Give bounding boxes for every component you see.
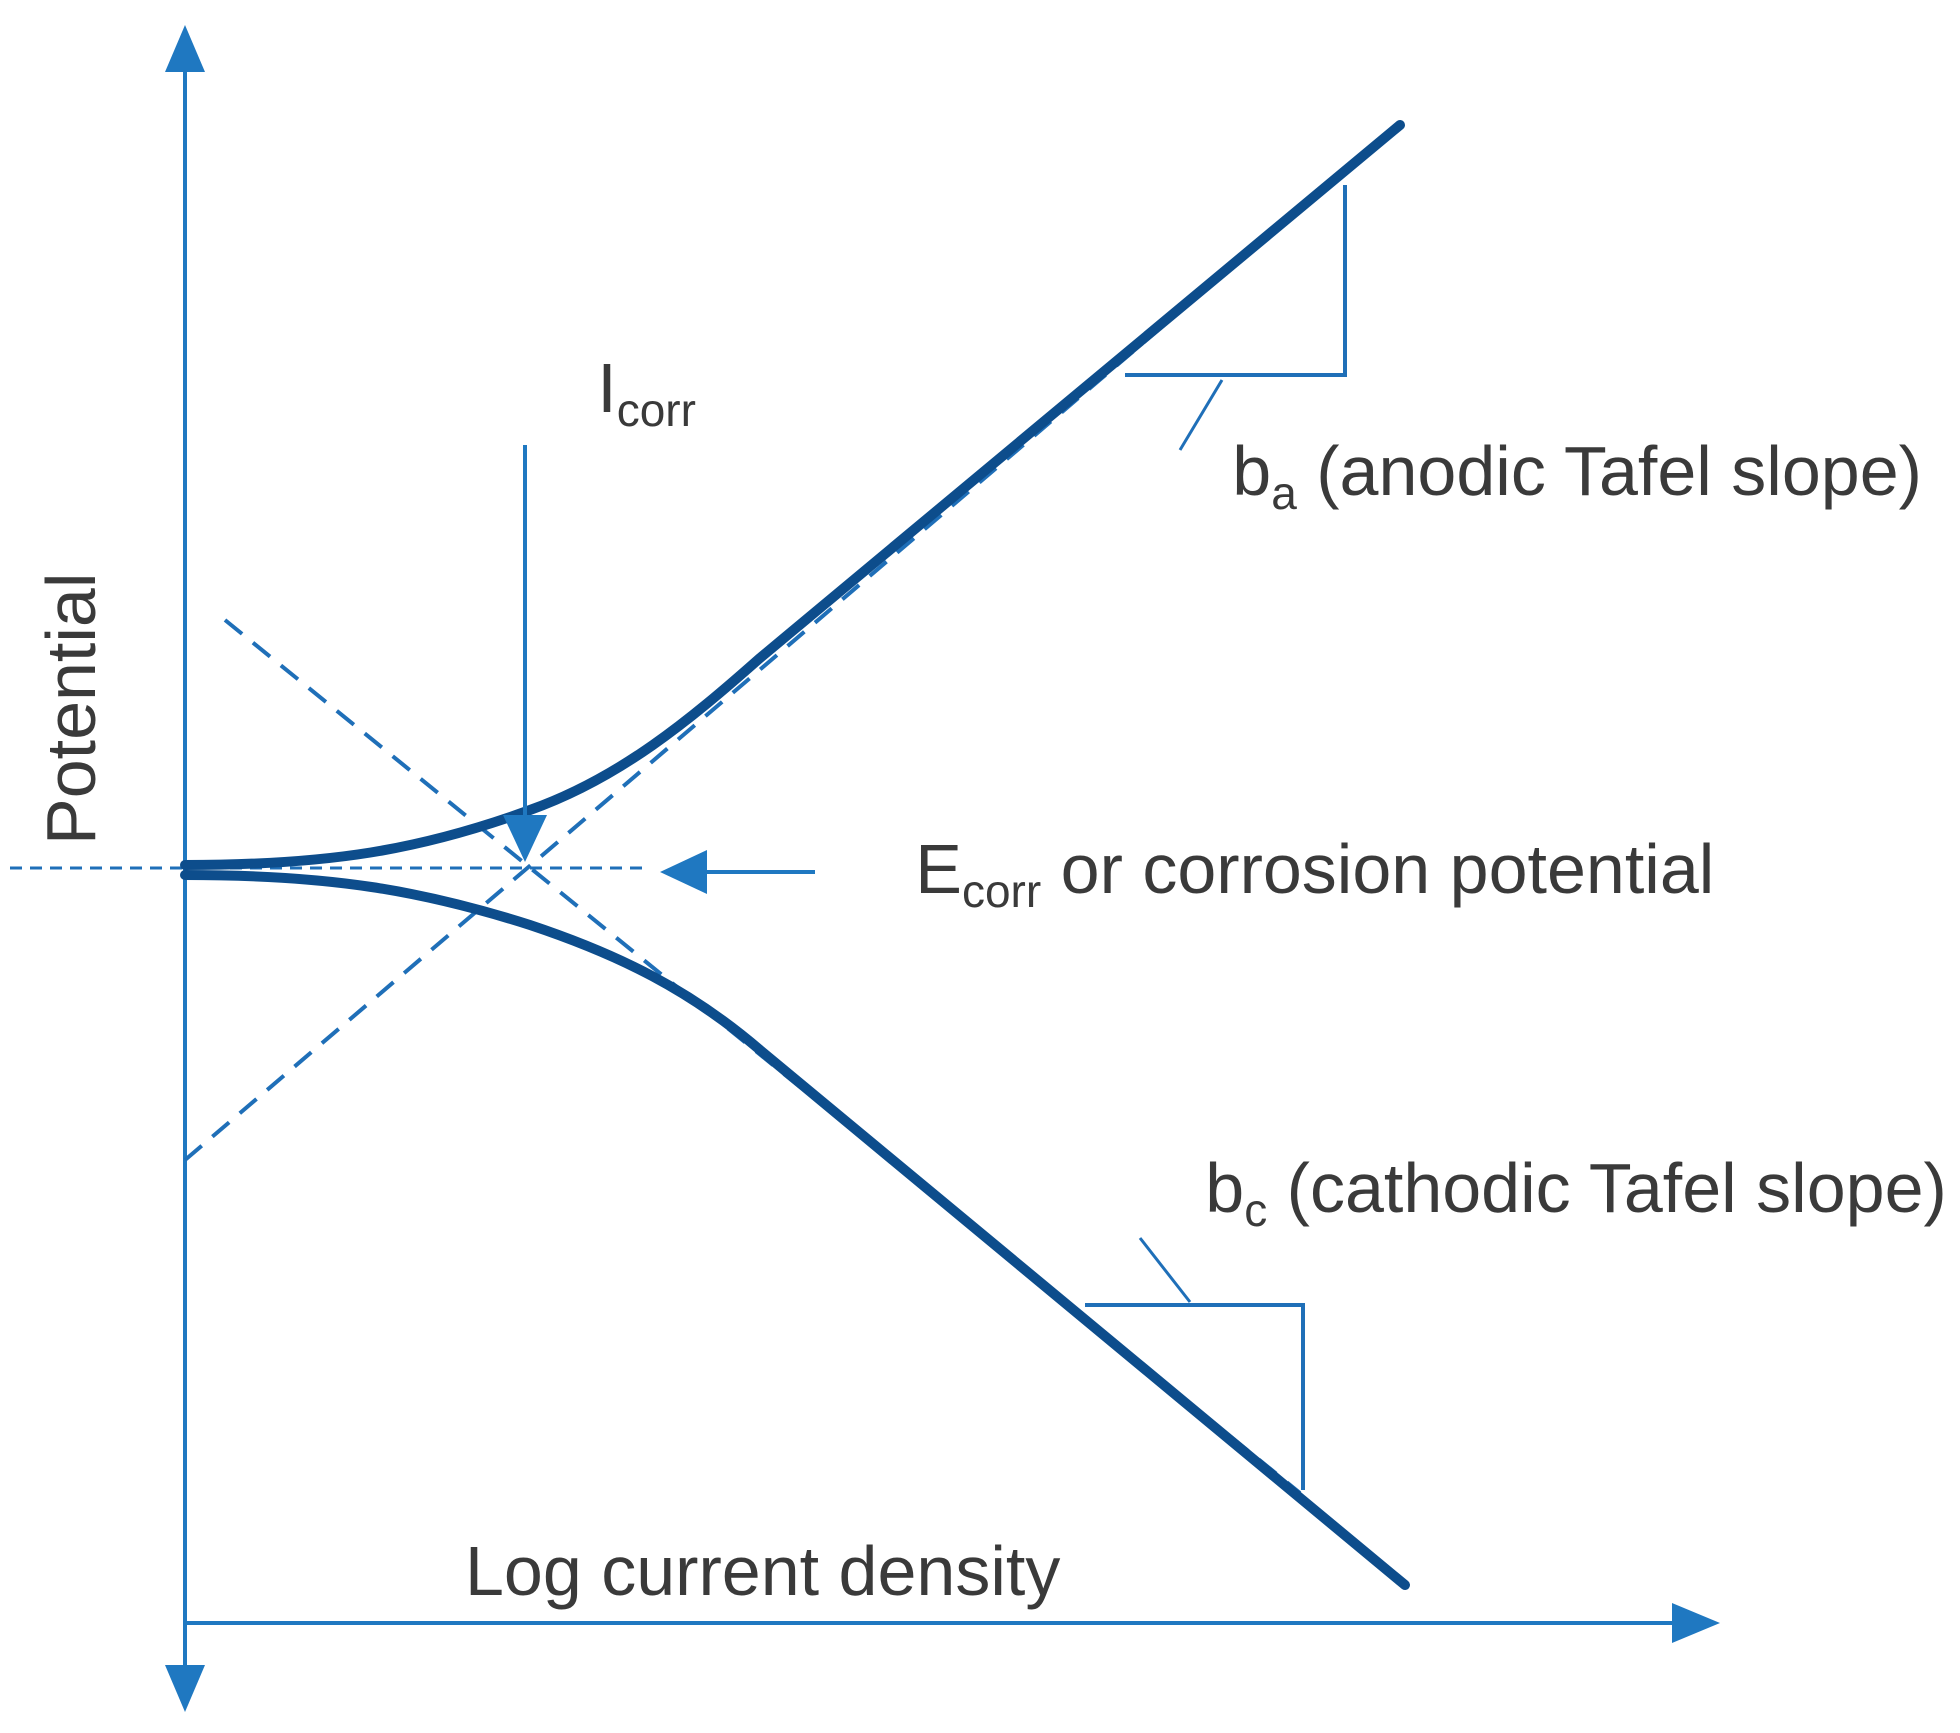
ba-label-subscript: a: [1271, 467, 1297, 519]
bc-leader-line: [1138, 1237, 1192, 1303]
y-axis-arrow-down: [165, 1665, 205, 1712]
y-axis-arrow-up: [165, 25, 205, 72]
ba-label-main: b: [1232, 432, 1271, 510]
ba-leader-line: [1178, 379, 1224, 451]
ecorr-label: Ecorr or corrosion potential: [818, 830, 1773, 917]
anodic-curve: [180, 120, 1405, 870]
bc-label: bc (cathodic Tafel slope): [1108, 1149, 1960, 1236]
x-axis-label: Log current density: [465, 1532, 1060, 1610]
anodic-tafel-extrapolation: [183, 126, 1397, 1162]
bc-label-subscript: c: [1244, 1184, 1267, 1236]
x-axis-arrow-right: [1672, 1603, 1720, 1643]
icorr-label-main: I: [597, 349, 616, 427]
y-axis-label: Potential: [32, 573, 110, 845]
ecorr-label-subscript: corr: [962, 865, 1041, 917]
ecorr-arrow-head: [660, 850, 707, 894]
ba-label: ba (anodic Tafel slope): [1135, 432, 1960, 519]
anodic-slope-triangle: [1125, 185, 1347, 377]
bc-label-main: b: [1205, 1149, 1244, 1227]
icorr-label: Icorr: [500, 349, 754, 441]
ba-label-text: (anodic Tafel slope): [1297, 432, 1922, 510]
cathodic-curve: [180, 870, 1410, 1590]
icorr-label-subscript: corr: [617, 384, 696, 436]
cathodic-slope-triangle: [1085, 1303, 1305, 1490]
bc-label-text: (cathodic Tafel slope): [1267, 1149, 1947, 1227]
ecorr-label-text: or corrosion potential: [1041, 830, 1714, 908]
ecorr-label-main: E: [915, 830, 962, 908]
icorr-arrow-head: [503, 815, 547, 862]
